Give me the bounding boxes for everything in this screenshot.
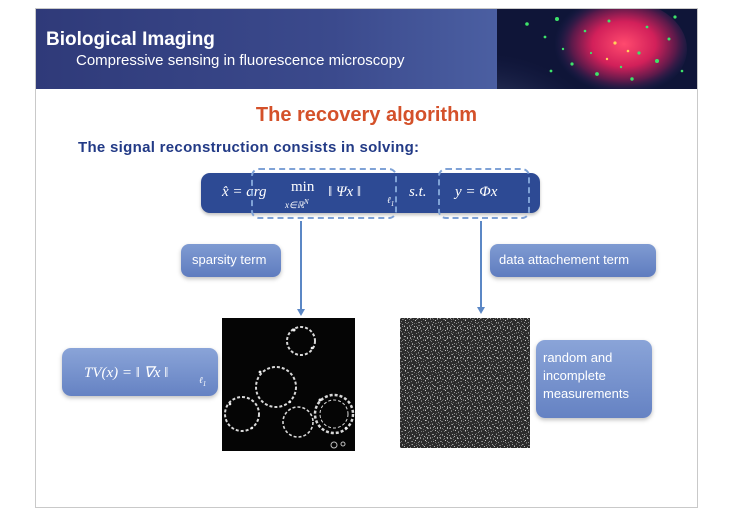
equation-min-subscript: x∈ℝN	[285, 198, 309, 210]
banner-title: Biological Imaging	[46, 29, 215, 50]
equation-constraint: y = Φx	[455, 184, 498, 200]
banner-subtitle: Compressive sensing in fluorescence micr…	[76, 52, 405, 69]
tv-formula-subscript: ℓ1	[199, 375, 207, 388]
tv-formula: TV(x) = ‖ ∇x ‖	[84, 365, 169, 381]
sparsity-arrow-head	[297, 309, 305, 316]
measurements-label: random and incomplete measurements	[536, 340, 652, 418]
header-banner: Biological Imaging Compressive sensing i…	[36, 9, 697, 89]
data-arrow-head	[477, 307, 485, 314]
equation-min: min	[291, 179, 315, 195]
equation-box: x̂ = arg min x∈ℝN ‖ Ψx ‖ ℓ1 s.t. y = Φx	[201, 173, 540, 213]
equation-norm-term: ‖ Ψx ‖	[328, 184, 362, 200]
intro-text: The signal reconstruction consists in so…	[78, 139, 420, 156]
data-term-label: data attachement term	[490, 244, 656, 277]
slide: Biological Imaging Compressive sensing i…	[35, 8, 698, 508]
slide-title: The recovery algorithm	[255, 104, 478, 126]
fluorescence-cell-image	[497, 9, 697, 89]
sparse-cells-image	[222, 318, 355, 451]
constraint-highlight	[438, 168, 530, 219]
sparsity-term-label: sparsity term	[181, 244, 281, 277]
tv-formula-box: TV(x) = ‖ ∇x ‖ ℓ1	[62, 348, 218, 396]
sparsity-highlight	[251, 168, 397, 219]
data-arrow-line	[480, 221, 482, 309]
sparsity-arrow-line	[300, 221, 302, 311]
equation-st: s.t.	[409, 184, 427, 200]
equation-lhs: x̂ = arg	[222, 184, 267, 200]
random-measurements-image	[400, 318, 530, 448]
equation-norm-subscript: ℓ1	[387, 195, 395, 208]
